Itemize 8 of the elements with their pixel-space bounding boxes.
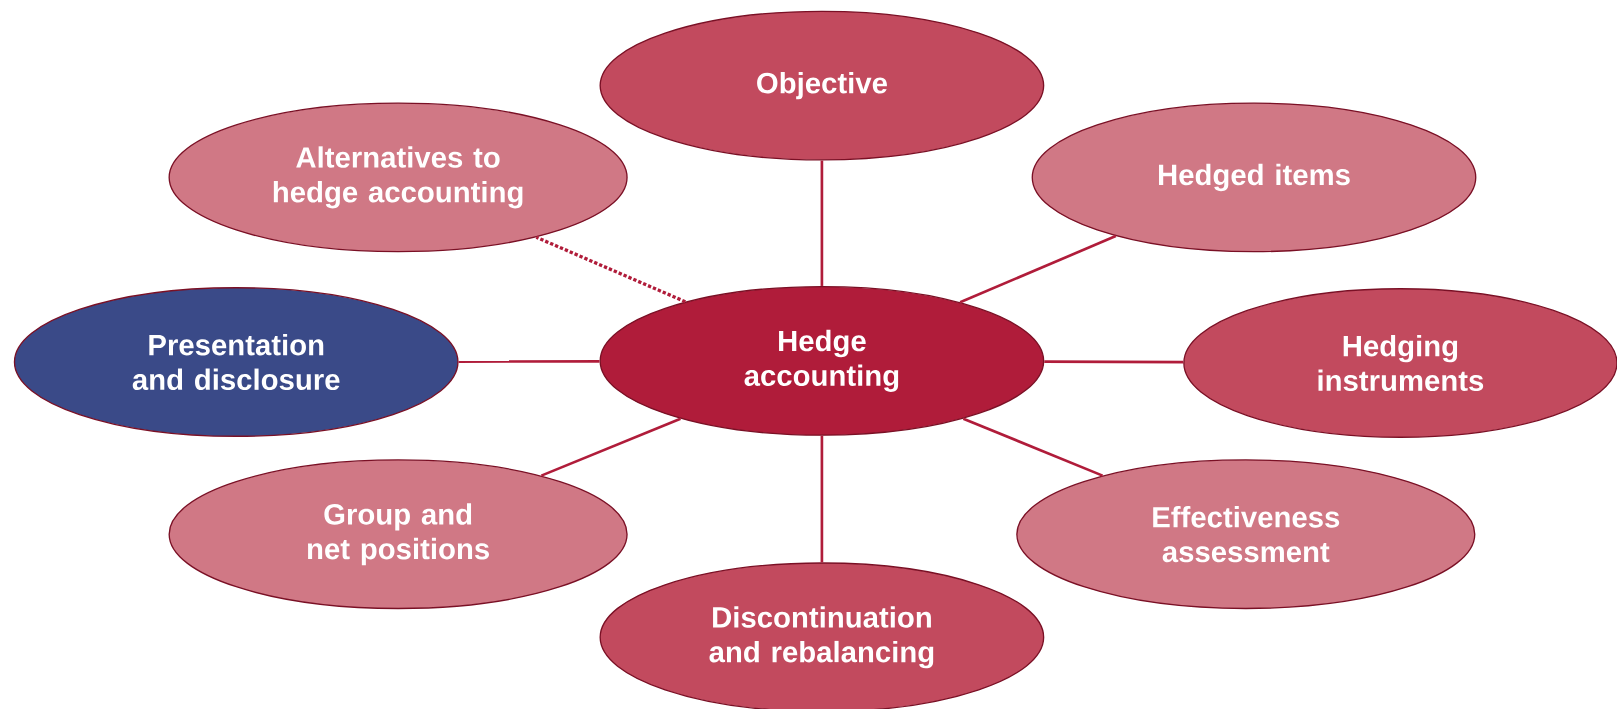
- connector-line: [540, 417, 681, 477]
- connector-line: [820, 160, 824, 286]
- connector-line: [458, 359, 600, 363]
- connector-line: [959, 234, 1117, 304]
- connector-line: [535, 235, 686, 304]
- connector-line: [820, 435, 824, 563]
- connector-line: [962, 417, 1104, 477]
- connector-line: [1044, 360, 1184, 364]
